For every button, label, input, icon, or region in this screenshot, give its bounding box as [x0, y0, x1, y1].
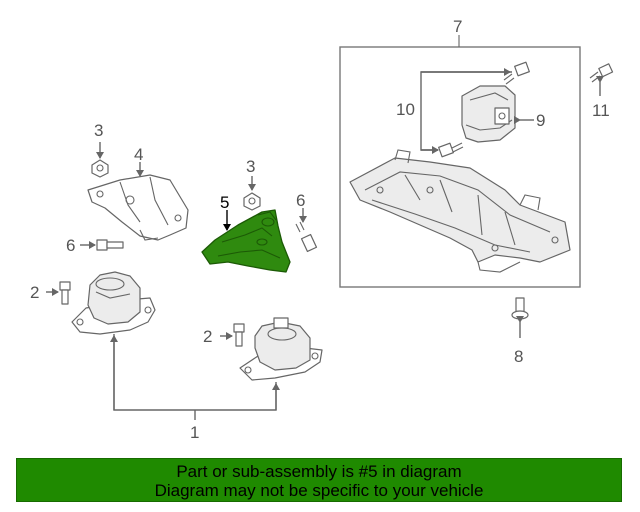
callout-2-right: 2 — [203, 327, 212, 346]
mount-bracket-9: 9 — [461, 85, 545, 143]
part-info-banner: Part or sub-assembly is #5 in diagram Di… — [16, 458, 622, 502]
callout-1-leader: 1 — [110, 334, 280, 442]
callout-5-leader: 5 — [220, 193, 231, 231]
callout-7: 7 — [453, 17, 462, 36]
callout-6-right: 6 — [296, 191, 305, 210]
bolt-11: 11 — [589, 63, 614, 120]
callout-5: 5 — [220, 193, 229, 212]
engine-mount-left — [71, 271, 156, 335]
engine-bracket-4: 4 — [87, 145, 189, 241]
bolt-2-right: 2 — [203, 323, 245, 347]
callout-9: 9 — [536, 111, 545, 130]
bolt-8: 8 — [511, 297, 529, 366]
engine-mount-right — [239, 317, 323, 381]
bolt-6-left: 6 — [66, 236, 124, 255]
callout-2-left: 2 — [30, 283, 39, 302]
bolt-10-top — [503, 61, 530, 85]
callout-11: 11 — [592, 101, 610, 120]
callout-3-middle: 3 — [246, 157, 255, 176]
callout-6-left: 6 — [66, 236, 75, 255]
banner-line-part: Part or sub-assembly is #5 in diagram — [176, 462, 462, 481]
callout-1: 1 — [190, 423, 199, 442]
banner-line-disclaimer: Diagram may not be specific to your vehi… — [154, 481, 484, 500]
crossmember-part — [349, 149, 571, 273]
nut-3-left: 3 — [91, 121, 109, 178]
callout-3-left: 3 — [94, 121, 103, 140]
nut-3-middle: 3 — [243, 157, 261, 211]
callout-10-leader: 10 — [396, 68, 512, 154]
bolt-2-left: 2 — [30, 281, 71, 305]
bolt-6-right: 6 — [295, 191, 318, 253]
mount-bracket-5-highlighted[interactable] — [201, 209, 291, 273]
callout-8: 8 — [514, 347, 523, 366]
callout-4: 4 — [134, 145, 143, 164]
callout-10: 10 — [396, 100, 415, 119]
bolt-10-bottom — [438, 142, 464, 158]
